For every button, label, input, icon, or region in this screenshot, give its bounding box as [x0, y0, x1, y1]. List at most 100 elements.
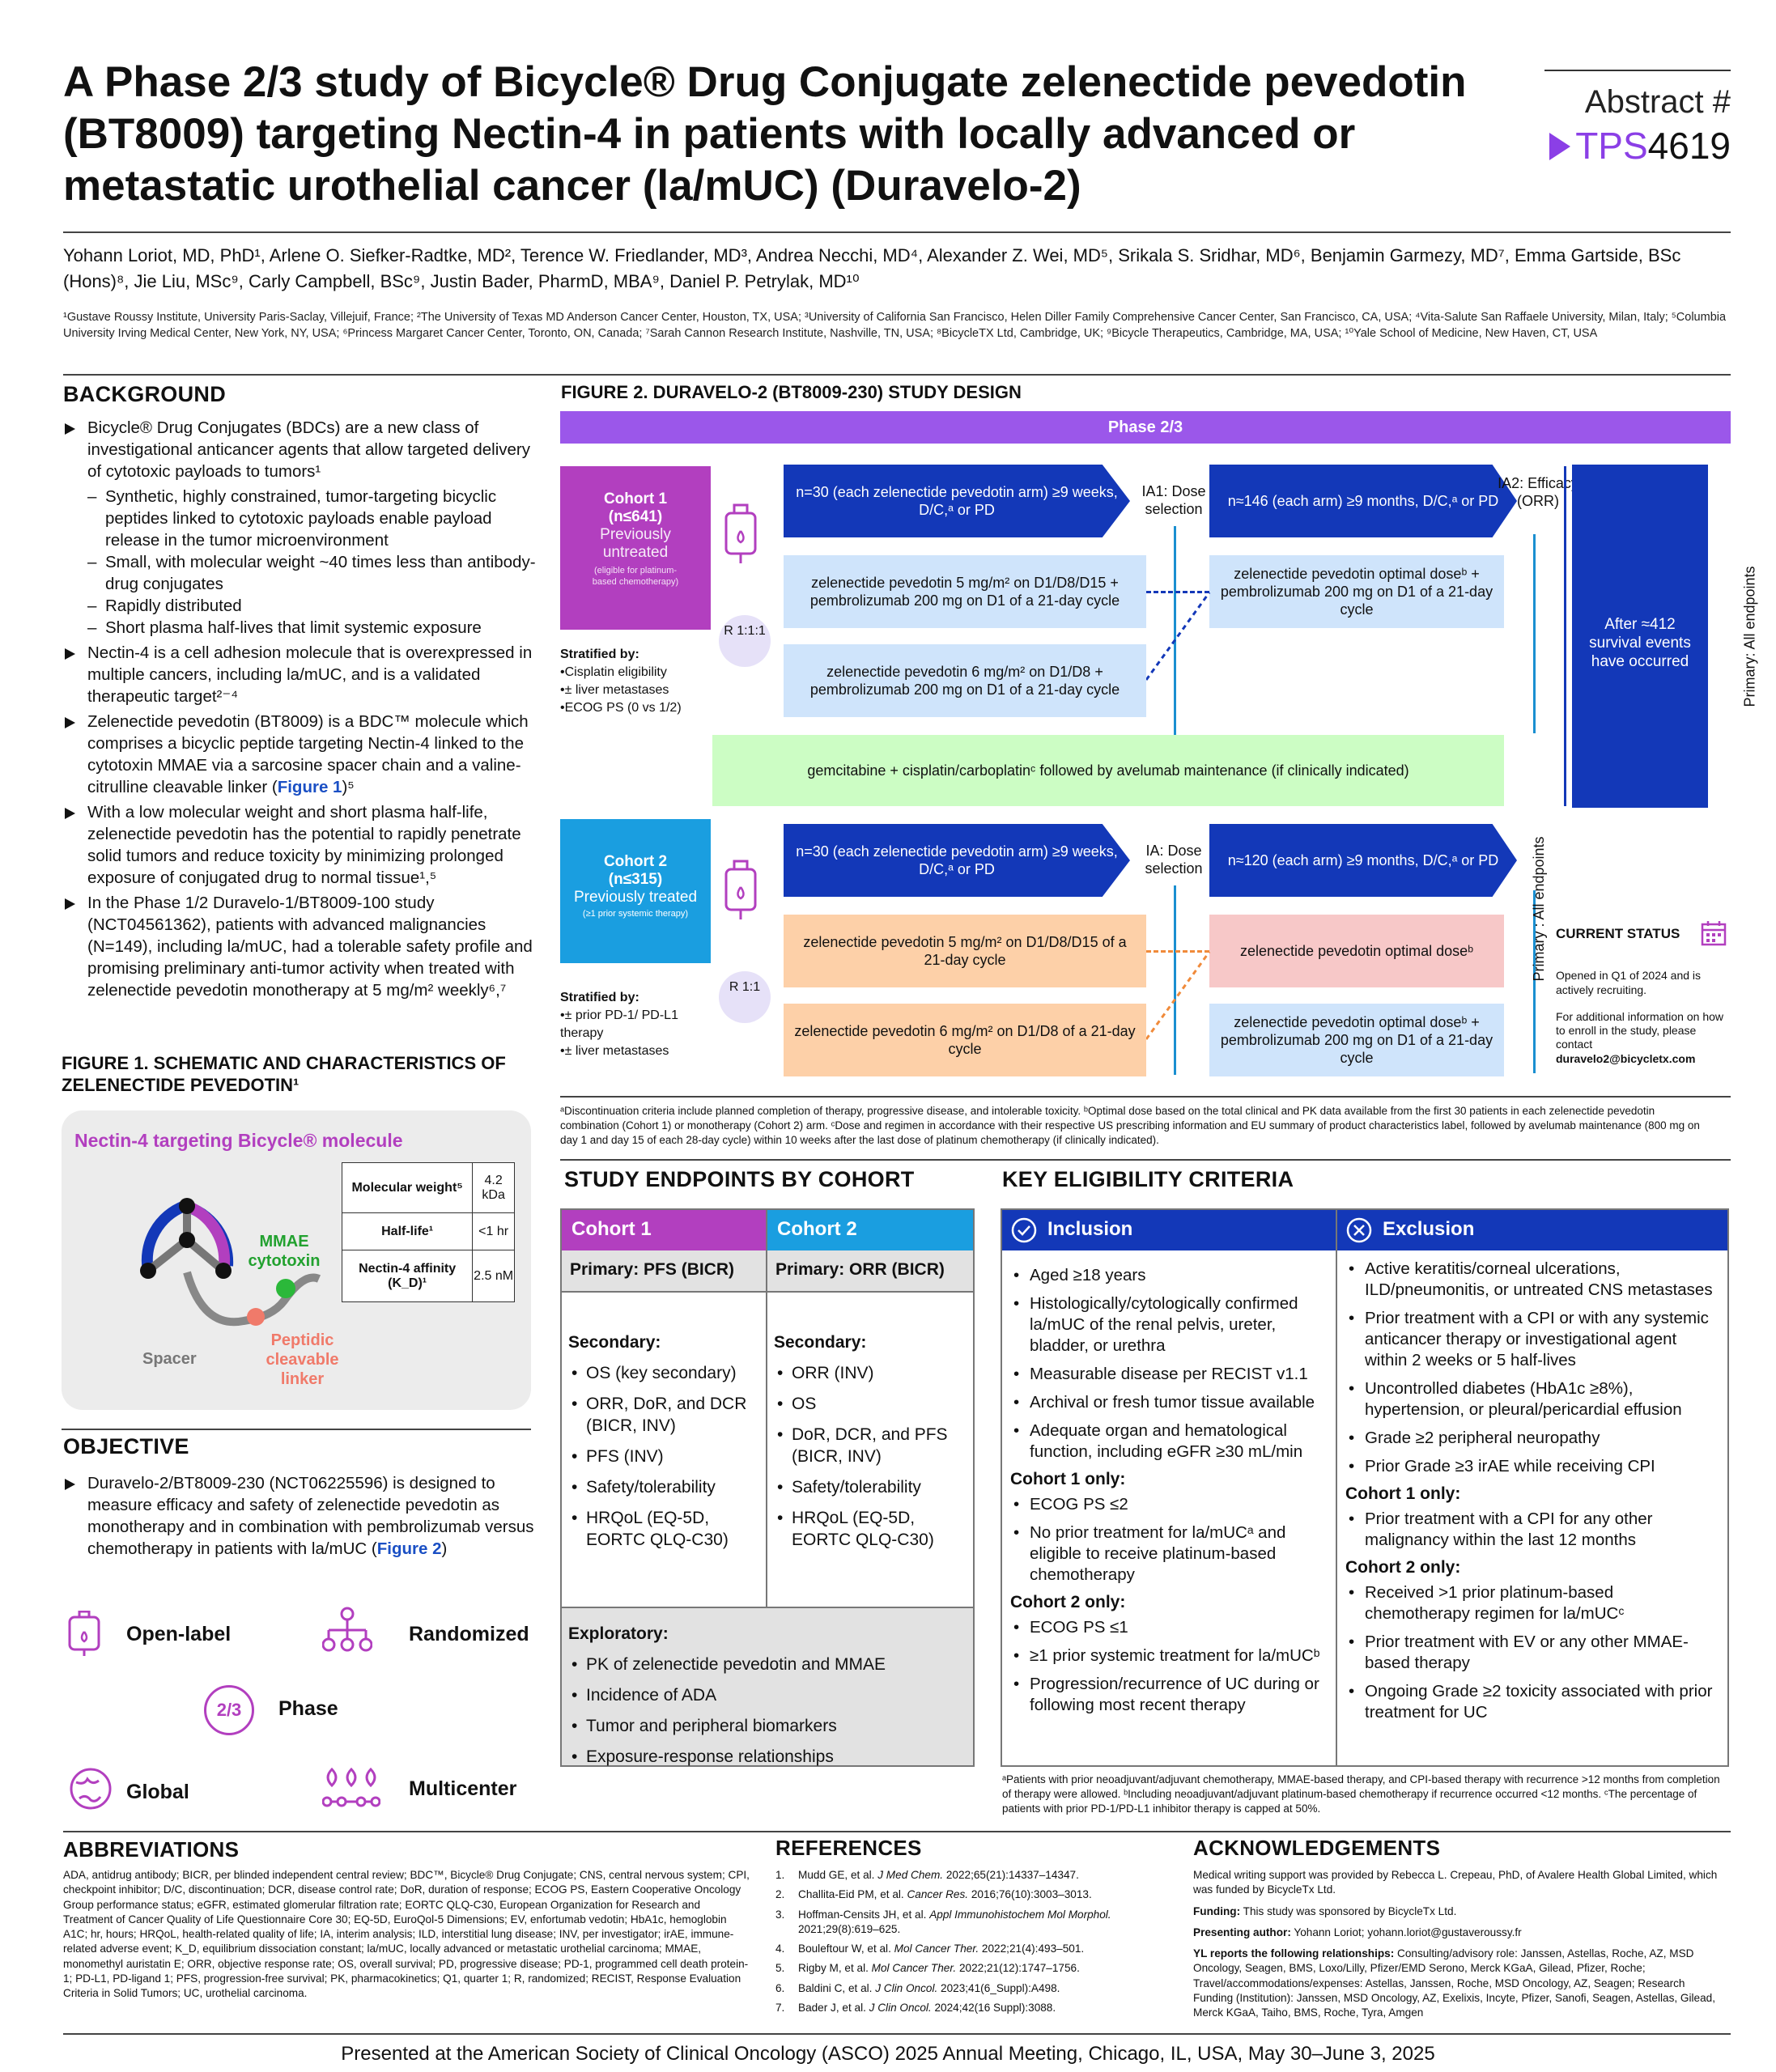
reference-item: 2.Challita-Eid PM, et al. Cancer Res. 20… [775, 1888, 1092, 1901]
ref-details: 2022;65(21):14337–14347. [943, 1869, 1079, 1881]
figure1-panel: Nectin-4 targeting Bicycle® molecule MMA… [62, 1110, 531, 1410]
reference-item: 1.Mudd GE, et al. J Med Chem. 2022;65(21… [775, 1869, 1079, 1881]
endpoint-item: Safety/tolerability [774, 1476, 968, 1498]
ack-writing: Medical writing support was provided by … [1193, 1869, 1718, 1896]
calendar-icon [1701, 921, 1727, 946]
endpoint-item: OS [774, 1393, 968, 1415]
prop-label: Molecular weight⁵ [341, 1162, 474, 1213]
primary-all-label: Primary: All endpoints [1741, 566, 1758, 707]
randomized-text: Randomized [409, 1623, 529, 1645]
background-sub-4: Short plasma half-lives that limit syste… [63, 617, 537, 639]
inclusion-item: Histologically/cytologically confirmed l… [1010, 1293, 1331, 1357]
cohort2-desc: Previously treated [573, 889, 698, 906]
iv-bag-icon [724, 503, 757, 563]
abstract-box: Abstract # TPS4619 [1544, 70, 1731, 168]
c1-chemo-arm: gemcitabine + cisplatin/carboplatinᶜ fol… [712, 735, 1504, 806]
objective-section: OBJECTIVE Duravelo-2/BT8009-230 (NCT0622… [63, 1434, 537, 1563]
divider [63, 231, 1731, 233]
divider [62, 1429, 531, 1430]
affiliations: ¹Gustave Roussy Institute, University Pa… [63, 311, 1727, 340]
ia1-line [1174, 526, 1176, 737]
abstract-number: TPS4619 [1544, 124, 1731, 168]
bicycle-molecule-diagram [140, 1198, 321, 1327]
ref-authors: Rigby M, et al. [798, 1962, 872, 1975]
reference-item: 5.Rigby M, et al. Mol Cancer Ther. 2022;… [775, 1962, 1080, 1975]
cohort1-head: Cohort 1 [562, 1210, 766, 1250]
inclusion-item: Progression/recurrence of UC during or f… [1010, 1674, 1331, 1716]
c1-arm-5mg: zelenectide pevedotin 5 mg/m² on D1/D8/D… [784, 555, 1146, 628]
secondary-label: Secondary: [774, 1333, 867, 1352]
secondary-label: Secondary: [568, 1333, 661, 1352]
c2-ia2-line [1533, 890, 1536, 1073]
background-bullet-1: Bicycle® Drug Conjugates (BDCs) are a ne… [63, 417, 537, 482]
ref-authors: Baldini C, et al. [798, 1981, 876, 1994]
iv-bag-icon [724, 860, 757, 919]
exclusion-list: Active keratitis/corneal ulcerations, IL… [1345, 1259, 1723, 1730]
presenting-text: Yohann Loriot; yohann.loriot@gustaverous… [1290, 1926, 1522, 1938]
c1-secondary: Secondary: OS (key secondary) ORR, DoR, … [568, 1333, 763, 1560]
inclusion-item: Aged ≥18 years [1010, 1265, 1331, 1286]
play-icon [1549, 133, 1571, 160]
ref-journal: Mol Cancer Ther. [871, 1962, 957, 1975]
prop-value: 2.5 nM [472, 1250, 515, 1302]
exclusion-head: Exclusion [1336, 1210, 1727, 1250]
strat1-item: •ECOG PS (0 vs 1/2) [560, 701, 682, 715]
ref-journal: Mol Cancer Ther. [894, 1942, 979, 1955]
endpoint-item: Safety/tolerability [568, 1476, 763, 1498]
abbreviations-heading: ABBREVIATIONS [63, 1837, 240, 1862]
c1-arm-6mg: zelenectide pevedotin 6 mg/m² on D1/D8 +… [784, 644, 1146, 717]
ia2-line [1533, 534, 1536, 733]
cohort1-box: Cohort 1 (n≤641) Previously untreated (e… [560, 466, 711, 630]
primary-all-label-2: Primary : All endpoints [1531, 836, 1547, 982]
ref-journal: J Med Chem. [877, 1869, 944, 1881]
cohort1-title: Cohort 1 [603, 490, 668, 507]
strat1-item: •Cisplatin eligibility [560, 665, 667, 679]
acknowledgements-text: Medical writing support was provided by … [1193, 1868, 1727, 2021]
ref-authors: Bouleftour W, et al. [798, 1942, 894, 1955]
reference-item: 7.Bader J, et al. J Clin Oncol. 2024;42(… [775, 2002, 1056, 2015]
abstract-prefix: TPS [1575, 125, 1648, 167]
mmae-label: MMAE cytotoxin [248, 1233, 321, 1270]
endpoint-item: ORR (INV) [774, 1362, 968, 1384]
ref-journal: Cancer Res. [907, 1888, 969, 1901]
eligibility-table: Inclusion Exclusion Aged ≥18 years Histo… [1001, 1208, 1729, 1767]
b3-text: Zelenectide pevedotin (BT8009) is a BDC™… [87, 712, 529, 796]
footer-text: Presented at the American Society of Cli… [341, 2043, 1435, 2065]
ref-authors: Mudd GE, et al. [798, 1869, 878, 1881]
figure1-heading: FIGURE 1. SCHEMATIC AND CHARACTERISTICS … [62, 1053, 506, 1095]
ref-journal: Appl Immunohistochem Mol Morphol. [929, 1908, 1111, 1921]
divider [560, 1096, 1731, 1098]
prop-label: Nectin-4 affinity (K_D)¹ [341, 1250, 474, 1302]
figure1-link[interactable]: Figure 1 [277, 778, 342, 796]
survival-box: After ≈412 survival events have occurred [1572, 465, 1708, 808]
dashed-connector [1146, 950, 1209, 953]
cohort2-box: Cohort 2 (n≤315) Previously treated (≥1 … [560, 819, 711, 963]
ref-details: 2023;41(6_Suppl):A498. [937, 1981, 1060, 1994]
c2-arm-5mg: zelenectide pevedotin 5 mg/m² on D1/D8/D… [784, 915, 1146, 987]
exclusion-item: Ongoing Grade ≥2 toxicity associated wit… [1345, 1681, 1723, 1723]
figure2-link[interactable]: Figure 2 [376, 1539, 442, 1558]
ref-authors: Hoffman-Censits JH, et al. [798, 1908, 930, 1921]
ref-authors: Bader J, et al. [798, 2002, 869, 2015]
status-text: Opened in Q1 of 2024 and is actively rec… [1556, 969, 1702, 996]
endpoint-item: Incidence of ADA [568, 1684, 967, 1706]
figure2-footnote: ᵃDiscontinuation criteria include planne… [560, 1105, 1700, 1146]
objective-close: ) [441, 1539, 448, 1558]
randomization-2: R 1:1 [719, 971, 771, 1023]
inclusion-cohort2-label: Cohort 2 only: [1010, 1593, 1126, 1611]
global-text: Global [126, 1781, 189, 1803]
objective-heading: OBJECTIVE [63, 1434, 189, 1458]
background-bullet-4: With a low molecular weight and short pl… [63, 801, 537, 889]
exclusion-item: Prior treatment with a CPI or with any s… [1345, 1308, 1723, 1371]
ref-details: 2021;29(8):619–625. [798, 1922, 901, 1935]
strat2-title: Stratified by: [560, 991, 639, 1004]
inclusion-list: Aged ≥18 years Histologically/cytologica… [1010, 1265, 1331, 1723]
dashed-connector-diag [1146, 592, 1211, 681]
background-section: BACKGROUND Bicycle® Drug Conjugates (BDC… [63, 382, 537, 1004]
exploratory-label: Exploratory: [568, 1624, 669, 1643]
c2-arrow-phase2: n=30 (each zelenectide pevedotin arm) ≥9… [784, 824, 1130, 897]
background-bullet-5: In the Phase 1/2 Duravelo-1/BT8009-100 s… [63, 892, 537, 1001]
endpoint-item: ORR, DoR, and DCR (BICR, INV) [568, 1393, 763, 1437]
status-email[interactable]: duravelo2@bicycletx.com [1556, 1052, 1696, 1065]
